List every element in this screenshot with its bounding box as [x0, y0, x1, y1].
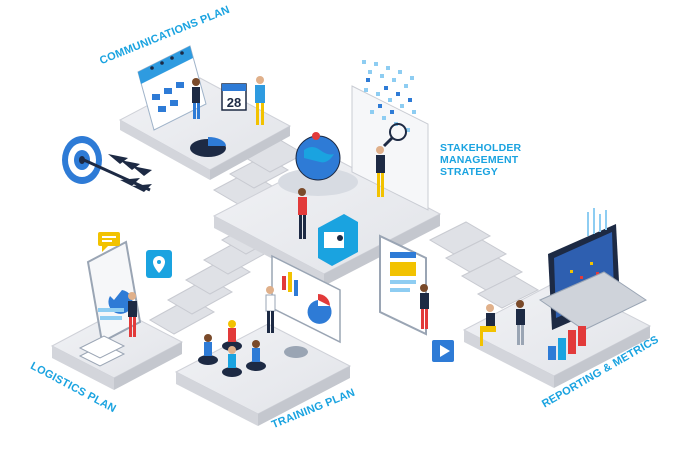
- location-pin-icon: [146, 250, 172, 278]
- tablet-panel: [380, 236, 426, 334]
- platform-logistics: [52, 232, 182, 390]
- target-icon: [62, 136, 152, 192]
- laptop: [540, 224, 646, 330]
- label-stakeholder-line2: MANAGEMENT: [440, 154, 550, 166]
- person-communications-1: [192, 78, 200, 119]
- label-stakeholder-line1: STAKEHOLDER: [440, 142, 550, 154]
- play-icon: [432, 340, 454, 362]
- label-stakeholder-strategy: STAKEHOLDER MANAGEMENT STRATEGY: [440, 142, 550, 178]
- calendar-day: 28: [227, 95, 241, 110]
- label-stakeholder-line3: STRATEGY: [440, 166, 550, 178]
- stairs-right: [430, 222, 538, 308]
- calendar-icon: 28: [222, 84, 246, 110]
